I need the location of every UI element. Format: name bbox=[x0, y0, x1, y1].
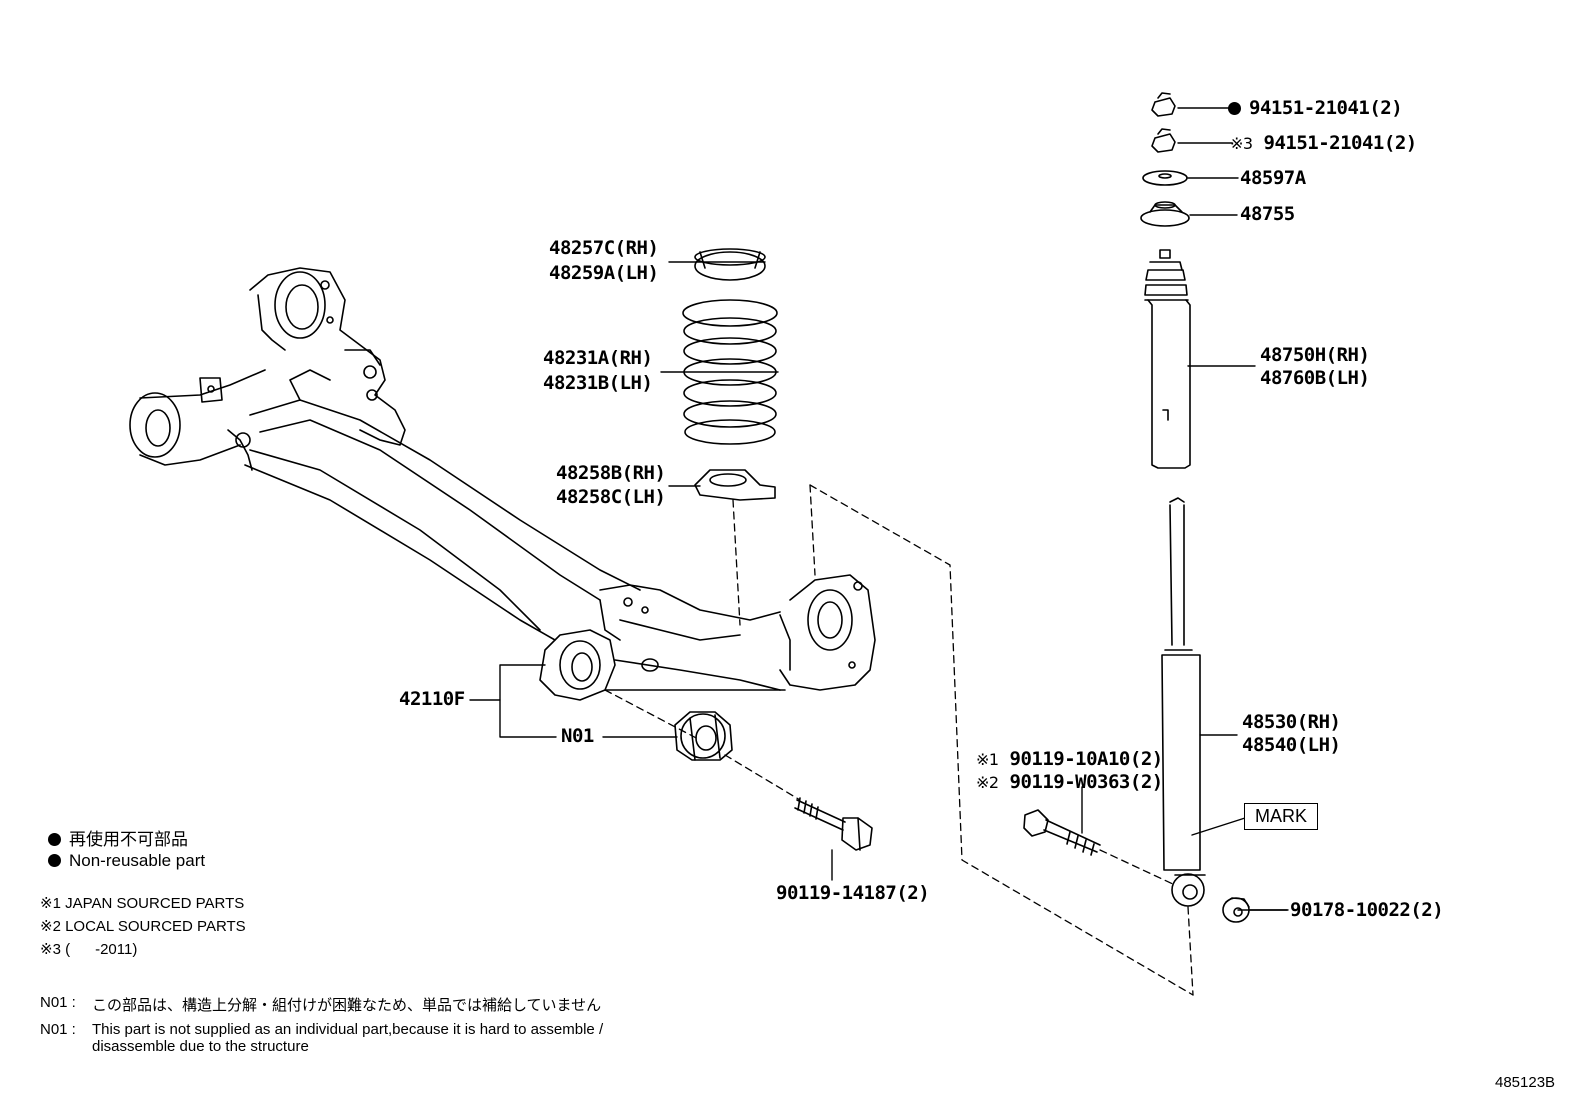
bushing-drawing bbox=[674, 711, 733, 761]
legend-dot-icon bbox=[48, 854, 61, 867]
callout-washer: 48597A bbox=[1240, 167, 1306, 189]
bolt-absorber-drawing bbox=[1023, 809, 1101, 856]
bolt-beam-drawing bbox=[794, 797, 873, 851]
callout-absorber-rh: 48530(RH) bbox=[1242, 711, 1341, 733]
legend-note-1: ※1 JAPAN SOURCED PARTS bbox=[40, 895, 245, 912]
legend-nonreusable-jp: 再使用不可部品 bbox=[48, 825, 188, 850]
callout-spring-rh: 48231A(RH) bbox=[543, 347, 653, 369]
callout-bolt-1: ※1 90119-10A10(2) bbox=[976, 748, 1163, 770]
callout-nut-lower: 90178-10022(2) bbox=[1290, 899, 1444, 921]
mount-hardware-drawing bbox=[1140, 92, 1190, 227]
callout-bumper-rh: 48750H(RH) bbox=[1260, 344, 1370, 366]
callout-upper-seat-rh: 48257C(RH) bbox=[549, 237, 659, 259]
footnote-n01-en-2: disassemble due to the structure bbox=[92, 1038, 309, 1055]
callout-bushing: N01 bbox=[561, 725, 594, 747]
spring-drawing bbox=[682, 248, 778, 501]
callout-spring-lh: 48231B(LH) bbox=[543, 372, 653, 394]
callout-nut-2011: ※3 94151-21041(2) bbox=[1230, 132, 1417, 154]
figure-id: 485123B bbox=[1495, 1074, 1556, 1091]
footnote-n01-jp: この部品は、構造上分解・組付けが困難なため、単品では補給していません bbox=[92, 997, 602, 1014]
callout-nut-nonreusable: 94151-21041(2) bbox=[1228, 97, 1403, 119]
callout-axle-beam: 42110F bbox=[399, 688, 465, 710]
callout-bumper-lh: 48760B(LH) bbox=[1260, 367, 1370, 389]
shock-absorber-drawing bbox=[1161, 497, 1206, 907]
footnote-n01-label: N01 : bbox=[40, 994, 76, 1011]
callout-upper-seat-lh: 48259A(LH) bbox=[549, 262, 659, 284]
callout-bolt-2: ※2 90119-W0363(2) bbox=[976, 771, 1163, 793]
nonreusable-dot-icon bbox=[1228, 102, 1241, 115]
callout-bolt-beam: 90119-14187(2) bbox=[776, 882, 930, 904]
callout-mount: 48755 bbox=[1240, 203, 1295, 225]
footnote-n01-label-en: N01 : bbox=[40, 1021, 76, 1038]
legend-note-3: ※3 ( -2011) bbox=[40, 941, 138, 958]
leader-lines bbox=[469, 107, 1289, 911]
callout-absorber-lh: 48540(LH) bbox=[1242, 734, 1341, 756]
legend-dot-icon bbox=[48, 833, 61, 846]
callout-lower-seat-rh: 48258B(RH) bbox=[556, 462, 666, 484]
legend-nonreusable-en: Non-reusable part bbox=[48, 851, 205, 871]
bump-stopper-drawing bbox=[1144, 249, 1191, 469]
mark-label: MARK bbox=[1244, 803, 1319, 830]
axle-beam-drawing bbox=[129, 267, 876, 701]
callout-lower-seat-lh: 48258C(LH) bbox=[556, 486, 666, 508]
legend-note-2: ※2 LOCAL SOURCED PARTS bbox=[40, 918, 246, 935]
footnote-n01-en-1: This part is not supplied as an individu… bbox=[92, 1021, 604, 1038]
assembly-lines bbox=[604, 484, 1194, 996]
